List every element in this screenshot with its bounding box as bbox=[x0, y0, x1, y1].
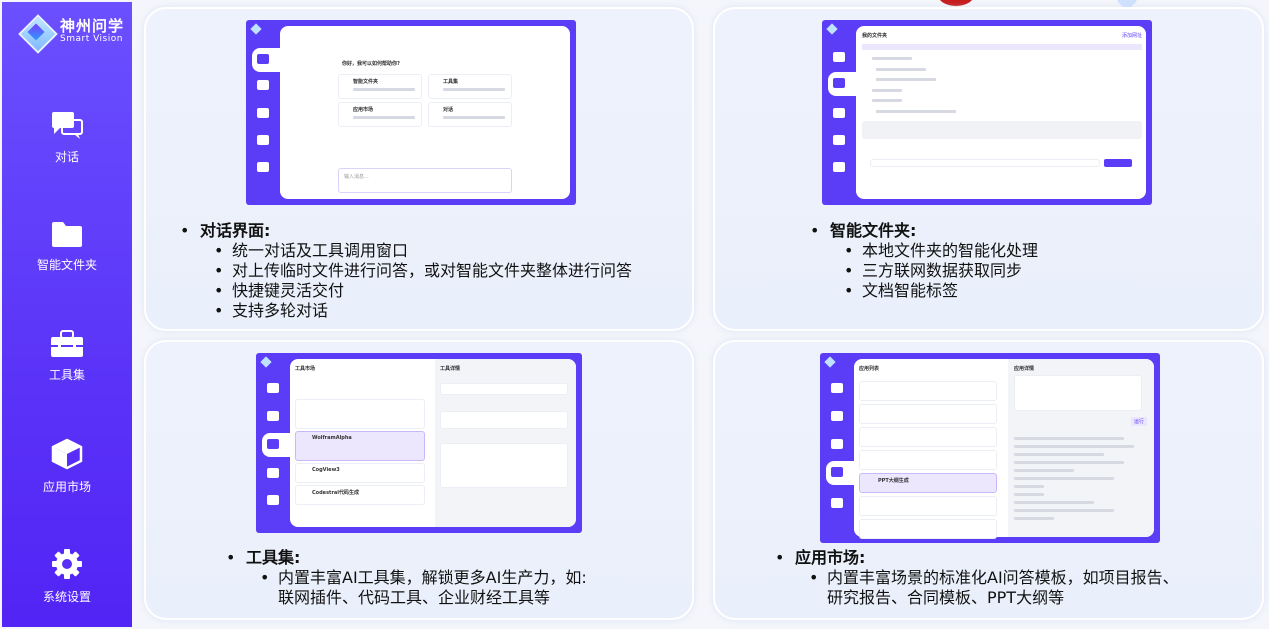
sidebar: 神州问学 Smart Vision 对话 智能文件夹 工具集 应用市场 系统设置 bbox=[2, 2, 132, 627]
folder-screenshot: 我的文件夹 添加网址 bbox=[822, 20, 1152, 205]
app-detail-heading: 应用详情 bbox=[1014, 366, 1035, 372]
tool-name[interactable]: Codestral代码生成 bbox=[312, 490, 359, 496]
add-url-button[interactable]: 添加网址 bbox=[1121, 33, 1142, 39]
chat-input-placeholder[interactable]: 输入消息... bbox=[344, 174, 369, 180]
feature-card-toolset: 工具市场 工具详情 WolframAlpha CogView3 Codestra… bbox=[144, 340, 694, 620]
chat-screenshot: 你好，我可以如何帮助你? 智能文件夹 工具集 应用市场 对话 输入消息... bbox=[246, 20, 576, 205]
feature-item: 支持多轮对话 bbox=[212, 301, 632, 321]
sidebar-item-label: 工具集 bbox=[48, 368, 85, 382]
section-title: 应用市场: bbox=[775, 548, 1179, 568]
feature-item: 本地文件夹的智能化处理 bbox=[842, 241, 1038, 261]
sidebar-item-smart-folder[interactable]: 智能文件夹 bbox=[2, 220, 132, 273]
tool-detail-heading: 工具详情 bbox=[440, 366, 461, 372]
quick-card-label: 对话 bbox=[443, 107, 454, 113]
decorative-shape bbox=[938, 0, 974, 6]
sidebar-item-toolset[interactable]: 工具集 bbox=[2, 330, 132, 383]
feature-item: 三方联网数据获取同步 bbox=[842, 261, 1038, 281]
tool-name[interactable]: WolframAlpha bbox=[312, 435, 352, 441]
feature-item: 对上传临时文件进行问答，或对智能文件夹整体进行问答 bbox=[212, 261, 632, 281]
app-market-screenshot: 应用列表 应用详情 PPT大纲生成 运行 bbox=[820, 353, 1160, 543]
greeting-text: 你好，我可以如何帮助你? bbox=[342, 61, 400, 67]
sidebar-item-app-market[interactable]: 应用市场 bbox=[2, 438, 132, 495]
section-title: 对话界面: bbox=[180, 221, 632, 241]
feature-item-continued: 联网插件、代码工具、企业财经工具等 bbox=[278, 588, 551, 607]
feature-item: 统一对话及工具调用窗口 bbox=[212, 241, 632, 261]
sidebar-item-label: 智能文件夹 bbox=[36, 258, 97, 272]
feature-card-chat: 你好，我可以如何帮助你? 智能文件夹 工具集 应用市场 对话 输入消息... 对… bbox=[144, 7, 694, 331]
tool-name[interactable]: CogView3 bbox=[312, 467, 340, 473]
quick-card-label: 工具集 bbox=[443, 79, 459, 85]
folder-heading: 我的文件夹 bbox=[862, 33, 888, 39]
sidebar-item-label: 应用市场 bbox=[42, 480, 91, 494]
brand-subtitle: Smart Vision bbox=[60, 34, 123, 45]
folder-icon bbox=[52, 222, 82, 247]
sidebar-item-chat[interactable]: 对话 bbox=[2, 110, 132, 165]
section-title: 智能文件夹: bbox=[810, 221, 1038, 241]
feature-card-app-market: 应用列表 应用详情 PPT大纲生成 运行 应用市场: 内置丰富场景的标准化AI问… bbox=[713, 340, 1264, 620]
gear-icon bbox=[52, 549, 82, 579]
logo-icon bbox=[18, 14, 54, 50]
chat-feature-list: 对话界面: 统一对话及工具调用窗口 对上传临时文件进行问答，或对智能文件夹整体进… bbox=[180, 221, 632, 321]
app-market-feature-list: 应用市场: 内置丰富场景的标准化AI问答模板，如项目报告、 研究报告、合同模板、… bbox=[775, 548, 1179, 608]
feature-item: 内置丰富场景的标准化AI问答模板，如项目报告、 bbox=[807, 568, 1179, 588]
brand-name: 神州问学 bbox=[60, 17, 125, 36]
feature-item-continued: 研究报告、合同模板、PPT大纲等 bbox=[827, 588, 1065, 607]
feature-item: 内置丰富AI工具集，解锁更多AI生产力，如: bbox=[258, 568, 587, 588]
run-button[interactable]: 运行 bbox=[1131, 417, 1148, 426]
app-list-heading: 应用列表 bbox=[859, 366, 880, 372]
section-title: 工具集: bbox=[226, 548, 587, 568]
chat-icon bbox=[52, 112, 83, 139]
logo: 神州问学 Smart Vision bbox=[18, 14, 124, 50]
quick-card-label: 应用市场 bbox=[353, 107, 374, 113]
selected-app-name[interactable]: PPT大纲生成 bbox=[878, 478, 909, 484]
feature-item: 文档智能标签 bbox=[842, 281, 1038, 301]
feature-card-smart-folder: 我的文件夹 添加网址 智能文件夹: 本地文件夹的智能化处理 三方联网数据获取同步… bbox=[713, 7, 1264, 331]
quick-card-label: 智能文件夹 bbox=[353, 79, 379, 85]
feature-item: 快捷键灵活交付 bbox=[212, 281, 632, 301]
folder-feature-list: 智能文件夹: 本地文件夹的智能化处理 三方联网数据获取同步 文档智能标签 bbox=[810, 221, 1038, 301]
cube-icon bbox=[51, 438, 83, 470]
sidebar-item-label: 系统设置 bbox=[42, 590, 91, 604]
sidebar-item-label: 对话 bbox=[54, 150, 79, 164]
toolset-feature-list: 工具集: 内置丰富AI工具集，解锁更多AI生产力，如: 联网插件、代码工具、企业… bbox=[226, 548, 587, 608]
tool-market-heading: 工具市场 bbox=[295, 366, 316, 372]
toolset-screenshot: 工具市场 工具详情 WolframAlpha CogView3 Codestra… bbox=[256, 353, 582, 533]
toolbox-icon bbox=[51, 330, 83, 357]
sidebar-item-settings[interactable]: 系统设置 bbox=[2, 548, 132, 605]
